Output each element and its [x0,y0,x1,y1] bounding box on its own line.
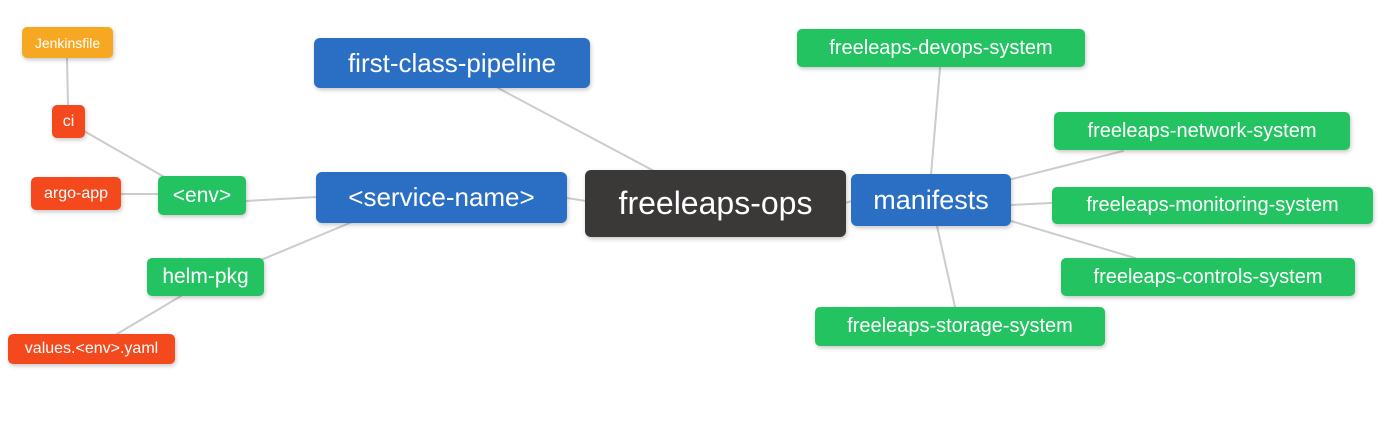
node-freeleaps-storage-system[interactable]: freeleaps-storage-system [815,307,1105,346]
node-values-env-yaml[interactable]: values.<env>.yaml [8,334,175,364]
edge-ci-env [83,130,167,179]
edge-manifests-devops [930,67,941,176]
edge-helm-pkg-service-name [260,221,353,261]
node-helm-pkg[interactable]: helm-pkg [147,258,264,296]
edge-values-helm-pkg [116,295,182,335]
node-manifests[interactable]: manifests [851,174,1011,226]
edge-env-service-name [245,196,317,202]
node-freeleaps-devops-system[interactable]: freeleaps-devops-system [797,29,1085,67]
node-freeleaps-monitoring-system[interactable]: freeleaps-monitoring-system [1052,187,1373,224]
edge-manifests-network [1007,150,1124,181]
node-service-name[interactable]: <service-name> [316,172,567,223]
edge-manifests-storage [936,225,956,308]
edge-service-name-freeleaps-ops [566,197,587,202]
node-argo-app[interactable]: argo-app [31,177,121,210]
edge-freeleaps-ops-manifests [844,200,853,204]
node-env[interactable]: <env> [158,176,246,215]
node-ci[interactable]: ci [52,105,85,138]
node-freeleaps-network-system[interactable]: freeleaps-network-system [1054,112,1350,150]
node-jenkinsfile[interactable]: Jenkinsfile [22,27,113,58]
node-freeleaps-ops[interactable]: freeleaps-ops [585,170,846,237]
edge-jenkinsfile-ci [66,57,69,107]
edge-manifests-controls [1010,220,1136,259]
edge-manifests-monitoring [1010,202,1052,206]
node-first-class-pipeline[interactable]: first-class-pipeline [314,38,590,88]
edge-pipeline-freeleaps-ops [497,87,655,172]
node-freeleaps-controls-system[interactable]: freeleaps-controls-system [1061,258,1355,296]
